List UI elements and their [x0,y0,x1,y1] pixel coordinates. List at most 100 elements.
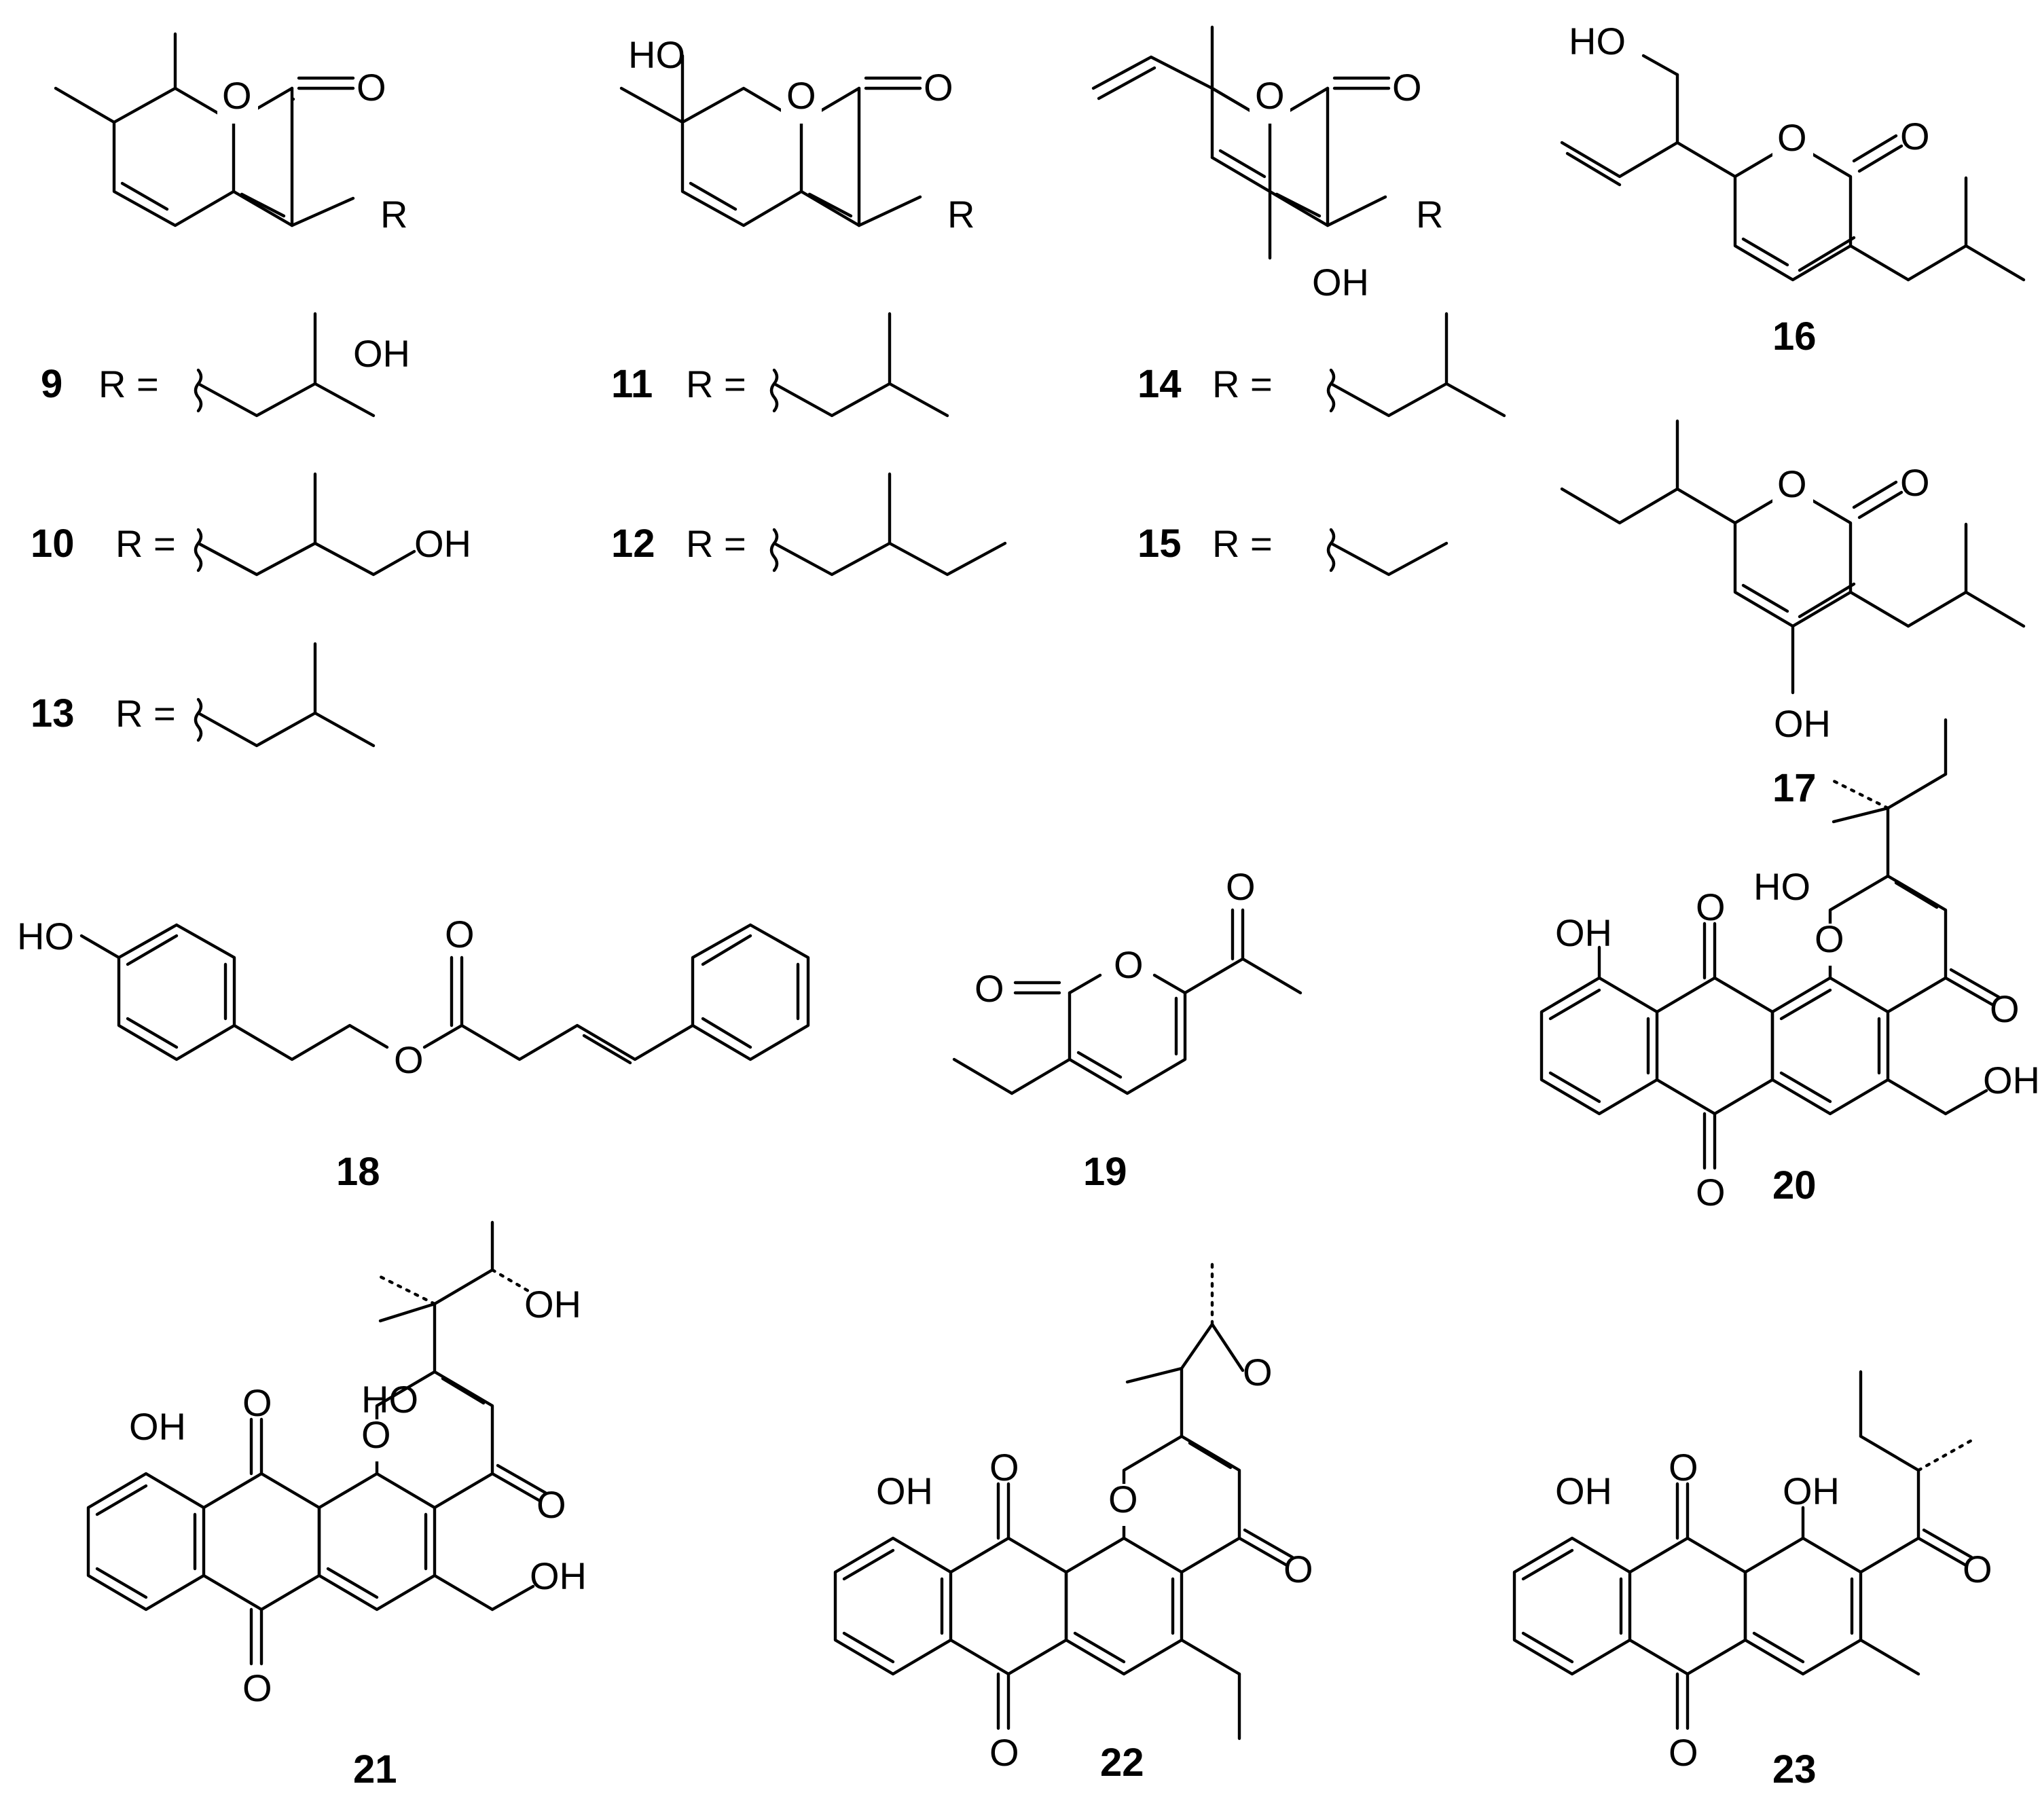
c13-r-equals: R = [115,692,176,735]
c21-hydroxyl-side: HO [361,1378,418,1421]
compound-20-atoms: HO OH O O O OH O 20 [1555,865,2040,1214]
c10-hydroxyl: OH [414,522,471,565]
c10-r-equals: R = [115,522,176,565]
c11-r-equals: R = [686,363,746,405]
c20-phenol-hydroxyl: OH [1555,911,1612,954]
c23-phenol-hydroxyl: OH [1555,1470,1612,1512]
c11-carbonyl-oxygen: O [924,66,953,109]
c14-r-equals: R = [1212,363,1273,405]
compound-23-core [1512,1370,1975,1730]
c22-ring-oxygen: O [1108,1478,1138,1521]
c16-ring-oxygen: O [1777,116,1807,159]
compound-18-label: 18 [336,1150,380,1194]
c19-ring-oxygen: O [1114,943,1144,986]
c9-hydroxyl: OH [353,332,410,375]
compound-16-label: 16 [1772,314,1817,359]
c22-phenol-hydroxyl: OH [876,1470,933,1512]
compound-23-label: 23 [1772,1747,1817,1791]
c18-ester-oxygen: O [394,1038,424,1081]
compound-18-atoms: HO O O 18 [17,913,475,1194]
compound-16-atoms: HO O O 16 [1569,20,1930,359]
compound-9-core [54,32,355,228]
compound-14-core [1091,25,1391,260]
compound-10-substituent: 10 R = OH [31,472,471,577]
compound-18-core [79,923,810,1065]
compound-16-core [1560,54,2026,282]
c17-carbonyl-oxygen: O [1900,461,1930,504]
c16-hydroxyl: HO [1569,20,1626,62]
c23-quinone-oxygen-top: O [1669,1446,1698,1489]
compound-15-label: 15 [1137,522,1182,566]
c20-hydroxyl-side: HO [1753,865,1810,908]
c14-hydroxyl: OH [1312,261,1369,304]
compound-12-substituent: 12 R = [611,472,1007,577]
compound-11-substituent: 11 R = [611,312,949,418]
c14-carbonyl-oxygen: O [1392,66,1422,109]
c14-ring-oxygen: O [1255,74,1285,117]
compound-19-label: 19 [1083,1150,1127,1194]
compound-20-label: 20 [1772,1163,1817,1207]
compound-9-atoms: O O R [217,66,407,236]
c21-quinone-oxygen-top: O [242,1381,272,1424]
compound-10-label: 10 [31,522,75,566]
c22-quinone-oxygen-top: O [989,1446,1019,1489]
compound-13-substituent: 13 R = [31,642,376,748]
c22-epoxide-oxygen: O [1243,1351,1273,1394]
compound-22-core [833,1258,1294,1741]
c18-hydroxyl: HO [17,915,74,958]
compound-23-atoms: OH O OH O O 23 [1555,1446,1992,1791]
compound-17-label: 17 [1772,766,1817,810]
c9-r-equals: R = [98,363,159,405]
compound-21-core [86,1220,547,1666]
c21-hydroxyl-terminal: OH [524,1283,581,1326]
compound-14-label: 14 [1137,362,1182,406]
c17-ring-oxygen: O [1777,462,1807,505]
compound-19-core [952,908,1303,1095]
c18-carbonyl-oxygen: O [445,913,475,956]
c21-ring-oxygen: O [361,1413,391,1456]
c11-ring-oxygen: O [786,74,816,117]
compound-12-label: 12 [611,522,655,566]
compound-11-core [619,54,922,228]
c21-quinone-oxygen-bottom: O [242,1667,272,1709]
compound-19-atoms: O O O 19 [975,865,1256,1194]
c20-hydroxymethyl: OH [1983,1059,2040,1102]
c23-quinone-oxygen-bottom: O [1669,1731,1698,1774]
c22-quinone-oxygen-bottom: O [989,1731,1019,1774]
compound-14-atoms: O O R OH [1250,66,1443,304]
c23-ketone-oxygen: O [1963,1548,1992,1590]
c21-pyranone-oxygen: O [536,1483,566,1526]
compound-21-label: 21 [353,1747,397,1791]
c17-hydroxyl: OH [1774,702,1831,745]
c11-hydroxyl: HO [628,33,685,76]
compound-11-atoms: HO O O R [628,33,975,236]
compound-22-atoms: O OH O O O O 22 [876,1351,1313,1785]
c20-ring-oxygen: O [1815,917,1844,960]
c15-r-equals: R = [1212,522,1273,565]
c16-carbonyl-oxygen: O [1900,115,1930,158]
c20-pyranone-oxygen: O [1990,987,2020,1030]
compound-22-label: 22 [1100,1741,1144,1785]
c19-carbonyl-oxygen: O [975,967,1004,1010]
c11-r-group: R [947,193,975,236]
compound-17-atoms: O O OH 17 [1772,461,1930,810]
c9-r-group: R [380,193,407,236]
compound-11-label: 11 [611,362,653,406]
compound-20-core [1540,718,2001,1170]
c9-carbonyl-oxygen: O [357,66,386,109]
c19-ketone-oxygen: O [1226,865,1256,908]
c22-pyranone-oxygen: O [1283,1548,1313,1590]
compound-13-label: 13 [31,691,75,735]
c23-second-hydroxyl: OH [1783,1470,1840,1512]
c21-hydroxymethyl: OH [530,1554,587,1597]
c9-ring-oxygen: O [222,74,252,117]
compound-14-substituent: 14 R = [1137,312,1506,418]
compound-21-atoms: HO OH OH O O O OH O 21 [129,1283,587,1791]
compound-9-substituent: 9 R = OH [41,312,410,418]
compound-9-label: 9 [41,362,62,406]
c20-quinone-oxygen-bottom: O [1696,1171,1726,1214]
compound-15-substituent: 15 R = [1137,522,1449,577]
c21-phenol-hydroxyl: OH [129,1405,186,1448]
